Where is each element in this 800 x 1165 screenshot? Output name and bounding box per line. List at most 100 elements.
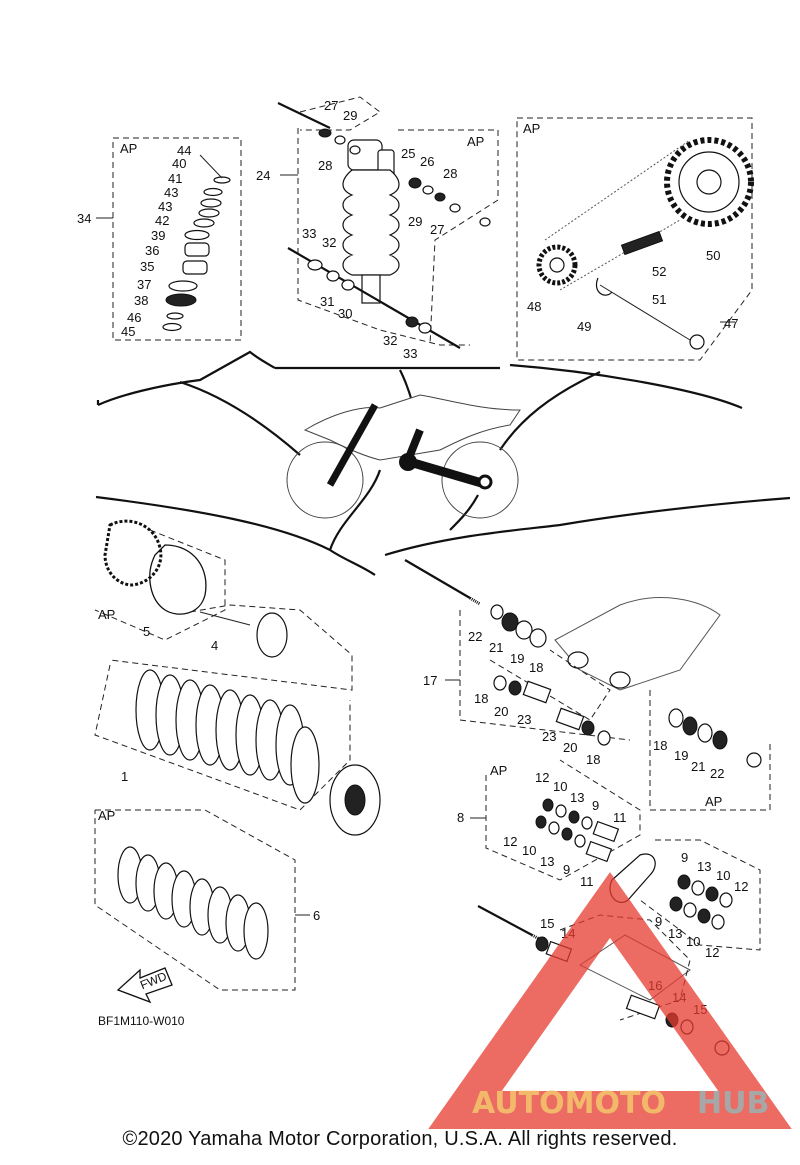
rear-shock-group: AP 24 27 29 28 25 26 28 29 27 33 32 3 [256,96,499,361]
drive-chain-group: AP 50 52 51 48 49 47 [516,117,754,361]
ring-42 [193,218,215,228]
part-label-27: 27 [324,98,338,113]
part-label-18: 18 [474,691,488,706]
frame-outline [303,394,521,461]
part-label-19: 19 [510,651,524,666]
swingarm-highlight [408,457,487,489]
gasket-5 [149,544,207,615]
part-label-30: 30 [338,306,352,321]
part-label-11: 11 [613,810,627,825]
part-label-12: 12 [734,879,748,894]
swingarm-group: AP 17 22 21 19 18 18 20 23 23 20 18 18 1… [404,559,771,1056]
part-label-29: 29 [343,108,357,123]
ring-43a [200,198,222,208]
part-label-25: 25 [401,146,415,161]
seal-37 [168,280,198,292]
part-label-19: 19 [674,748,688,763]
ap-box-steering [112,137,242,341]
ap-label: AP [467,134,484,149]
part-label-45: 45 [121,324,135,339]
part-label-20: 20 [494,704,508,719]
part-label-42: 42 [155,213,169,228]
part-label-9: 9 [563,862,570,877]
part-label-51: 51 [652,292,666,307]
race-38 [165,293,197,307]
part-label-1: 1 [121,769,128,784]
part-label-41: 41 [168,171,182,186]
bearing-36 [184,242,210,257]
part-label-12: 12 [503,834,517,849]
part-label-26: 26 [420,154,434,169]
front-fork [326,403,379,487]
part-label-9: 9 [655,914,662,929]
clutch-plates-stack [135,669,320,804]
watermark-triangle-logo [428,872,792,1129]
ap-label: AP [98,607,115,622]
watermark-text-secondary: HUB [697,1086,769,1121]
part-label-20: 20 [563,740,577,755]
part-label-23: 23 [542,729,556,744]
part-label-33: 33 [403,346,417,361]
ring-43b [198,208,220,218]
ring-39 [184,229,210,241]
part-label-23: 23 [517,712,531,727]
part-label-52: 52 [652,264,666,279]
ring-45 [162,322,182,332]
front-wheel [286,441,364,519]
part-label-6: 6 [313,908,320,923]
part-label-28: 28 [318,158,332,173]
circlip-49 [595,277,613,296]
ap-label: AP [490,763,507,778]
automotohub-watermark: AUTOMOTO HUB [428,872,792,1129]
bearing-35 [182,260,208,275]
part-label-39: 39 [151,228,165,243]
part-label-27: 27 [430,222,444,237]
shock-rod [361,274,381,304]
part-label-48: 48 [527,299,541,314]
rear-wheel [441,441,519,519]
part-label-32: 32 [383,333,397,348]
watermark-text-primary: AUTOMOTO [472,1086,666,1121]
fwd-arrow: FWD [116,967,173,1004]
ring-40 [213,176,231,184]
part-label-34: 34 [77,211,91,226]
ap-label: AP [705,794,722,809]
part-label-43: 43 [164,185,178,200]
ap-label: AP [120,141,137,156]
part-label-32: 32 [322,235,336,250]
part-label-47: 47 [724,316,738,331]
part-label-15: 15 [540,916,554,931]
part-label-38: 38 [134,293,148,308]
ap-label: AP [98,808,115,823]
part-label-22: 22 [468,629,482,644]
chain-outline [544,139,691,291]
shock-highlight [406,428,424,457]
part-label-43: 43 [158,199,172,214]
part-label-9: 9 [592,798,599,813]
part-label-10: 10 [716,868,730,883]
part-label-10: 10 [522,843,536,858]
part-label-40: 40 [172,156,186,171]
bolt-top [277,102,331,129]
ap-label: AP [523,121,540,136]
fwd-arrow-icon [116,967,173,1004]
chain-joint-51 [620,230,664,256]
part-label-29: 29 [408,214,422,229]
part-label-35: 35 [140,259,154,274]
part-label-13: 13 [570,790,584,805]
part-label-12: 12 [535,770,549,785]
part-label-49: 49 [577,319,591,334]
pressure-plate [256,612,288,658]
part-label-28: 28 [443,166,457,181]
part-label-10: 10 [553,779,567,794]
part-label-17: 17 [423,673,437,688]
ring-41 [203,187,223,197]
rear-sprocket-50 [664,137,754,227]
part-label-4: 4 [211,638,218,653]
part-label-21: 21 [489,640,503,655]
part-label-21: 21 [691,759,705,774]
shock-spring [342,169,400,276]
part-label-18: 18 [586,752,600,767]
pivot-shaft [404,559,471,599]
